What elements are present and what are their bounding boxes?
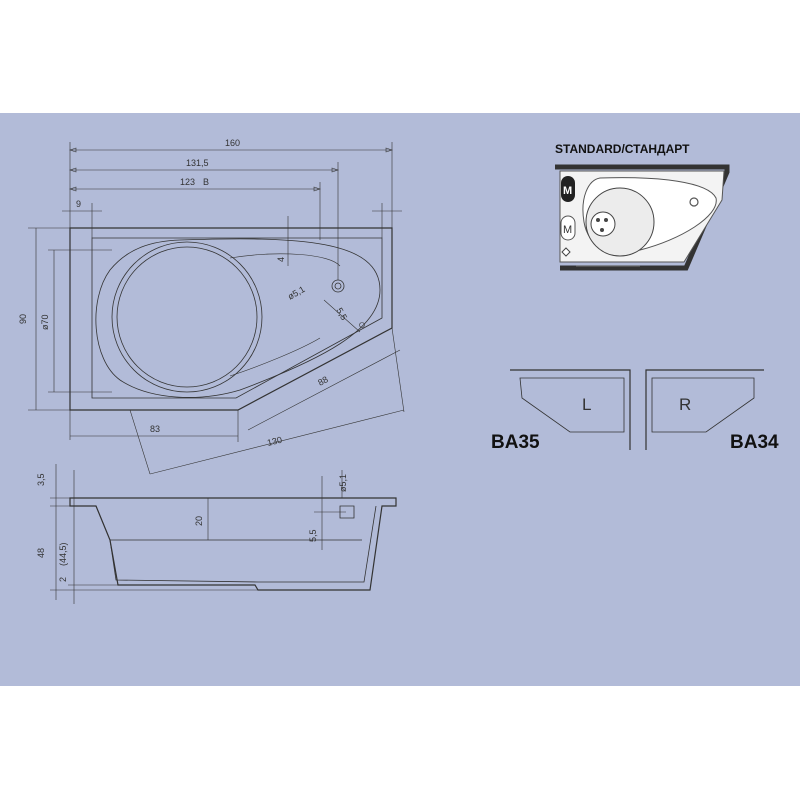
right-model: BA34 (730, 432, 779, 453)
label-131-5: 131,5 (186, 158, 209, 168)
label-130: 130 (266, 435, 283, 448)
label-83: 83 (150, 424, 160, 434)
label-20: 20 (194, 516, 204, 526)
left-letter: L (582, 395, 591, 414)
standard-config: STANDARD/СТАНДАРТ M M (555, 142, 730, 271)
label-2: 2 (58, 577, 68, 582)
label-160: 160 (225, 138, 240, 148)
drain-inner (334, 282, 342, 290)
plan-inner-rim (91, 237, 383, 399)
drain-outer (331, 279, 345, 293)
dim-line-130 (149, 409, 405, 475)
label-overflow-dia: ø5,1 (286, 284, 307, 302)
label-3-5: 3,5 (36, 473, 46, 486)
left-model: BA35 (491, 432, 540, 453)
panel-label: M (563, 185, 572, 197)
mini-drain (590, 211, 616, 237)
ext-diag (391, 327, 405, 413)
label-123: 123 (180, 177, 195, 187)
mini-drain-hole-2 (604, 218, 608, 222)
overflow-point (359, 322, 365, 328)
label-9: 9 (76, 199, 81, 209)
standard-title: STANDARD/СТАНДАРТ (555, 142, 690, 156)
left-tub (519, 377, 625, 433)
dim-line-88 (247, 349, 401, 431)
right-letter: R (679, 395, 691, 414)
label-5-5-section: 5,5 (308, 529, 318, 542)
variant-left: L BA35 (491, 369, 631, 453)
plan-view: 160 131,5 123 B 9 90 ø70 4 ø5,1 5,5 88 8… (18, 138, 405, 475)
mini-bowl-circle (585, 187, 655, 257)
section-view: 3,5 48 (44,5) 2 20 ø5,1 5,5 (36, 464, 397, 604)
overflow-fitting (339, 505, 355, 519)
mini-overflow (689, 197, 699, 207)
mini-drain-hole-1 (596, 218, 600, 222)
section-inner (95, 505, 377, 583)
mini-drain-hole-3 (600, 228, 604, 232)
mini-marker (561, 247, 571, 257)
right-walls (645, 369, 764, 450)
label-overflow-section: ø5,1 (338, 474, 348, 492)
label-48: 48 (36, 548, 46, 558)
dim-line-55 (323, 299, 361, 333)
label-88: 88 (316, 374, 330, 388)
label-90: 90 (18, 314, 28, 324)
control-panel-dark (561, 176, 575, 202)
armrest-line (229, 337, 321, 377)
section-outline (69, 497, 397, 591)
bowl-circle-outer (111, 241, 263, 393)
label-44-5: (44,5) (58, 542, 68, 566)
label-70: ø70 (40, 314, 50, 330)
dim-arrows-top (69, 147, 393, 192)
left-walls (510, 369, 631, 450)
ext-130 (129, 409, 151, 475)
right-tub (651, 377, 755, 433)
motor-label: M (563, 224, 572, 236)
variant-right: R BA34 (645, 369, 779, 453)
bowl-circle-inner (116, 246, 258, 388)
wall-outline (555, 164, 730, 271)
motor-unit (560, 215, 576, 241)
label-4: 4 (276, 257, 286, 262)
label-5-5: 5,5 (334, 306, 349, 322)
bowl-outline (95, 238, 381, 398)
label-drain-marker: B (203, 177, 209, 187)
headrest-line (229, 253, 341, 267)
